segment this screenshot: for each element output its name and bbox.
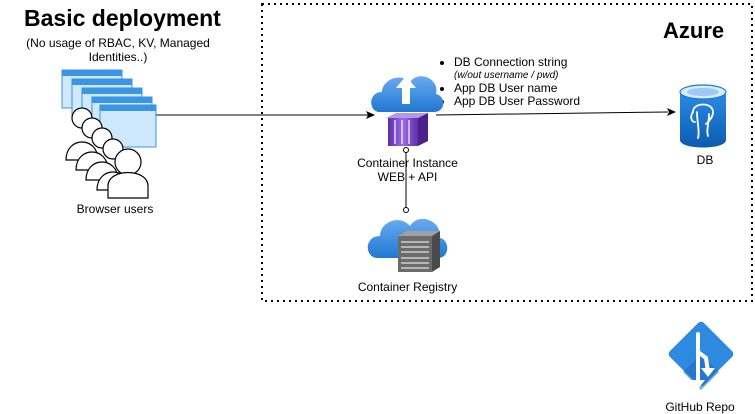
arrowhead-users-to-instance <box>366 111 375 119</box>
container-instance-label-line2: WEB + API <box>377 170 438 184</box>
postgresql-database-icon <box>679 84 727 148</box>
diagram-subtitle: (No usage of RBAC, KV, Managed Identitie… <box>26 36 210 64</box>
git-repo-icon <box>668 321 734 390</box>
arrowhead-instance-to-db <box>667 108 676 116</box>
users-browser-icon <box>61 69 157 199</box>
note-app-db-user-name: App DB User name <box>440 81 580 96</box>
azure-boundary <box>261 3 753 302</box>
endpoint-registry <box>403 207 409 213</box>
browser-users-label: Browser users <box>76 202 154 216</box>
diagram-title: Basic deployment <box>24 5 221 31</box>
connector-instance-to-db <box>435 111 669 116</box>
endpoint-instance <box>403 147 409 153</box>
container-registry-label: Container Registry <box>357 280 458 294</box>
container-instance-label: Container Instance WEB + API <box>340 156 475 184</box>
note-db-connection-string: DB Connection string <box>440 55 580 70</box>
connection-notes: DB Connection string (w/out username / p… <box>440 55 580 109</box>
container-instance-label-line1: Container Instance <box>357 156 458 170</box>
container-instance-icon <box>371 76 444 146</box>
github-repo-label: GitHub Repo <box>665 400 735 414</box>
db-label: DB <box>696 153 714 167</box>
azure-boundary-label: Azure <box>663 18 725 43</box>
container-registry-icon <box>367 218 448 272</box>
note-connection-string-qualifier: (w/out username / pwd) <box>454 69 559 81</box>
